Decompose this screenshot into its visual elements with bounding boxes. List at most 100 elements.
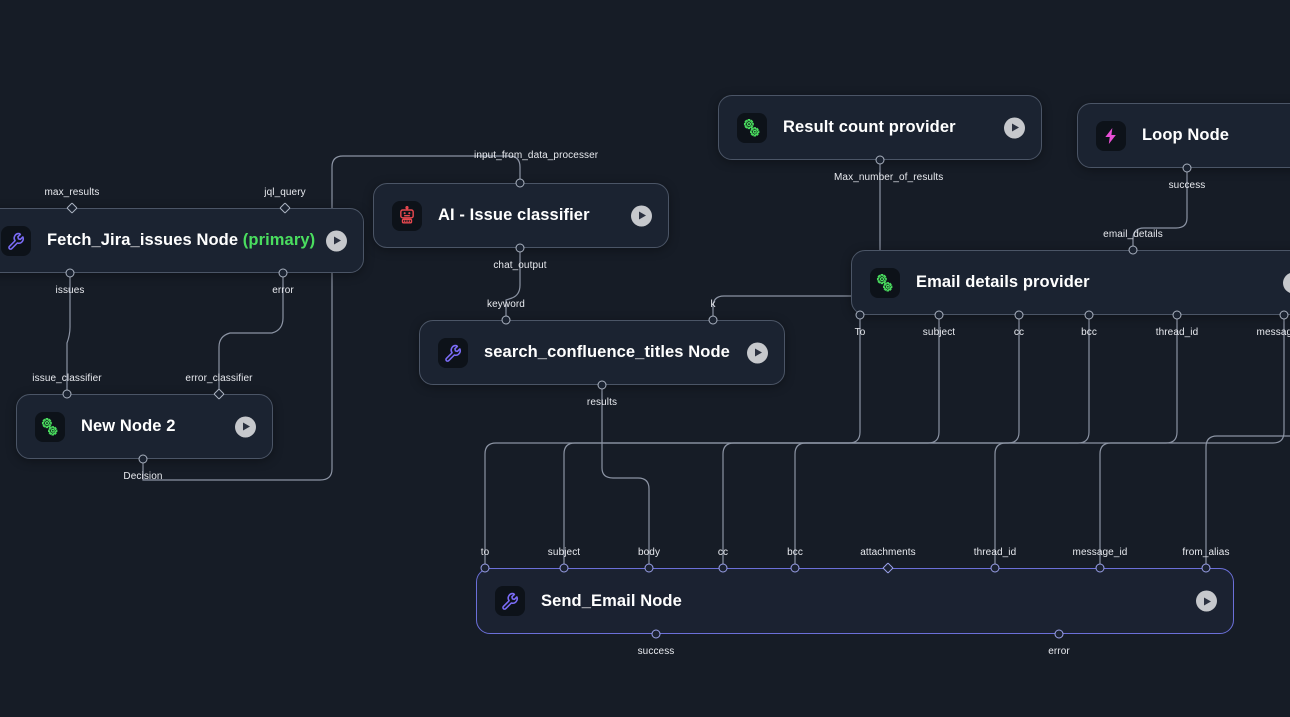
port-label-cc: cc (1013, 327, 1025, 338)
input-port-bcc[interactable] (790, 563, 800, 573)
run-node-button[interactable] (326, 230, 347, 251)
port-label-error: error (272, 285, 294, 296)
node-fetch-jira[interactable]: Fetch_Jira_issues Node (primary) (0, 208, 364, 273)
gears-icon (737, 112, 767, 143)
run-node-button[interactable] (1196, 590, 1217, 612)
port-label-k: k (710, 299, 716, 310)
node-ai-issue-classifier[interactable]: AI - Issue classifier (373, 183, 669, 248)
play-icon (755, 348, 762, 357)
port-label-issue-classifier: issue_classifier (32, 373, 102, 384)
input-port-input-from-data-processer[interactable] (515, 178, 525, 188)
port-label-jql-query: jql_query (264, 187, 306, 198)
port-label-attachments: attachments (860, 547, 916, 558)
port-label-cc: cc (717, 547, 729, 558)
input-port-keyword[interactable] (501, 315, 511, 325)
port-label-error-classifier: error_classifier (185, 373, 253, 384)
gears-icon (870, 267, 900, 298)
run-node-button[interactable] (747, 342, 768, 363)
port-label-subject: subject (547, 547, 581, 558)
output-port-subject[interactable] (934, 310, 944, 320)
port-label-bcc: bcc (787, 547, 803, 558)
port-label-from-alias: from_alias (1182, 547, 1230, 558)
port-label-to: to (480, 547, 490, 558)
output-port-message-id[interactable] (1279, 310, 1289, 320)
edge-bcc-to-bcc (794, 314, 1090, 569)
port-label-max-number-of-results: Max_number_of_results (834, 172, 944, 183)
gears-icon (35, 411, 65, 442)
port-label-input-from-data-processer: input_from_data_processer (474, 150, 599, 161)
input-port-thread-id[interactable] (990, 563, 1000, 573)
node-primary-badge: (primary) (238, 231, 316, 249)
input-port-body[interactable] (644, 563, 654, 573)
edge-results-to-body (601, 384, 650, 569)
output-port-success[interactable] (1182, 163, 1192, 173)
play-icon (243, 422, 250, 431)
output-port-to[interactable] (855, 310, 865, 320)
output-port-max-number-of-results[interactable] (875, 155, 885, 165)
input-port-issue-classifier[interactable] (62, 389, 72, 399)
port-label-issues: issues (55, 285, 85, 296)
port-label-thread-id: thread_id (973, 547, 1017, 558)
node-title: Fetch_Jira_issues Node (primary) (47, 231, 316, 249)
port-label-email-details: email_details (1103, 229, 1163, 240)
run-node-button[interactable] (235, 416, 256, 437)
node-title: Result count provider (783, 118, 956, 136)
run-node-button[interactable] (1004, 117, 1025, 138)
output-port-results[interactable] (597, 380, 607, 390)
node-email-details-provider[interactable]: Email details provider (851, 250, 1290, 315)
input-port-cc[interactable] (718, 563, 728, 573)
node-title: Send_Email Node (541, 591, 682, 610)
input-port-from-alias[interactable] (1201, 563, 1211, 573)
play-icon (334, 236, 341, 245)
edge-threadid-to-threadid (994, 314, 1178, 569)
input-port-k[interactable] (708, 315, 718, 325)
node-loop-node[interactable]: Loop Node (1077, 103, 1290, 168)
wrench-icon (1, 225, 31, 256)
output-port-chat-output[interactable] (515, 243, 525, 253)
port-label-success: success (1168, 180, 1206, 191)
node-title: AI - Issue classifier (438, 206, 590, 224)
node-new-node-2[interactable]: New Node 2 (16, 394, 273, 459)
port-label-keyword: keyword (487, 299, 525, 310)
play-icon (639, 211, 646, 220)
port-label-error: error (1048, 646, 1070, 657)
output-port-error[interactable] (278, 268, 288, 278)
node-search-confluence[interactable]: search_confluence_titles Node (419, 320, 785, 385)
port-label-thread-id: thread_id (1155, 327, 1199, 338)
output-port-issues[interactable] (65, 268, 75, 278)
port-label-body: body (637, 547, 661, 558)
port-label-success: success (637, 646, 675, 657)
port-label-subject: subject (922, 327, 956, 338)
output-port-bcc[interactable] (1084, 310, 1094, 320)
play-icon (1012, 123, 1019, 132)
node-title: search_confluence_titles Node (484, 343, 730, 361)
input-port-message-id[interactable] (1095, 563, 1105, 573)
output-port-success[interactable] (651, 629, 661, 639)
port-label-chat-output: chat_output (493, 260, 547, 271)
run-node-button[interactable] (631, 205, 652, 226)
output-port-cc[interactable] (1014, 310, 1024, 320)
port-label-message-id: message_id (1072, 547, 1128, 558)
port-label-to: To (854, 327, 866, 338)
output-port-error[interactable] (1054, 629, 1064, 639)
play-icon (1204, 597, 1211, 605)
port-label-max-results: max_results (44, 187, 100, 198)
node-result-count-provider[interactable]: Result count provider (718, 95, 1042, 160)
output-port-thread-id[interactable] (1172, 310, 1182, 320)
wrench-icon (495, 586, 525, 616)
edge-messageid-to-messageid (1099, 314, 1285, 569)
input-port-email-details[interactable] (1128, 245, 1138, 255)
bolt-icon (1096, 120, 1126, 151)
port-label-message-id: message_id (1256, 327, 1290, 338)
port-label-results: results (586, 397, 618, 408)
wrench-icon (438, 337, 468, 368)
output-port-decision[interactable] (138, 454, 148, 464)
node-send-email[interactable]: Send_Email Node (476, 568, 1234, 634)
run-node-button[interactable] (1283, 272, 1290, 293)
node-title: New Node 2 (81, 417, 176, 435)
input-port-to[interactable] (480, 563, 490, 573)
input-port-subject[interactable] (559, 563, 569, 573)
node-title: Email details provider (916, 273, 1090, 291)
node-title: Loop Node (1142, 126, 1230, 144)
